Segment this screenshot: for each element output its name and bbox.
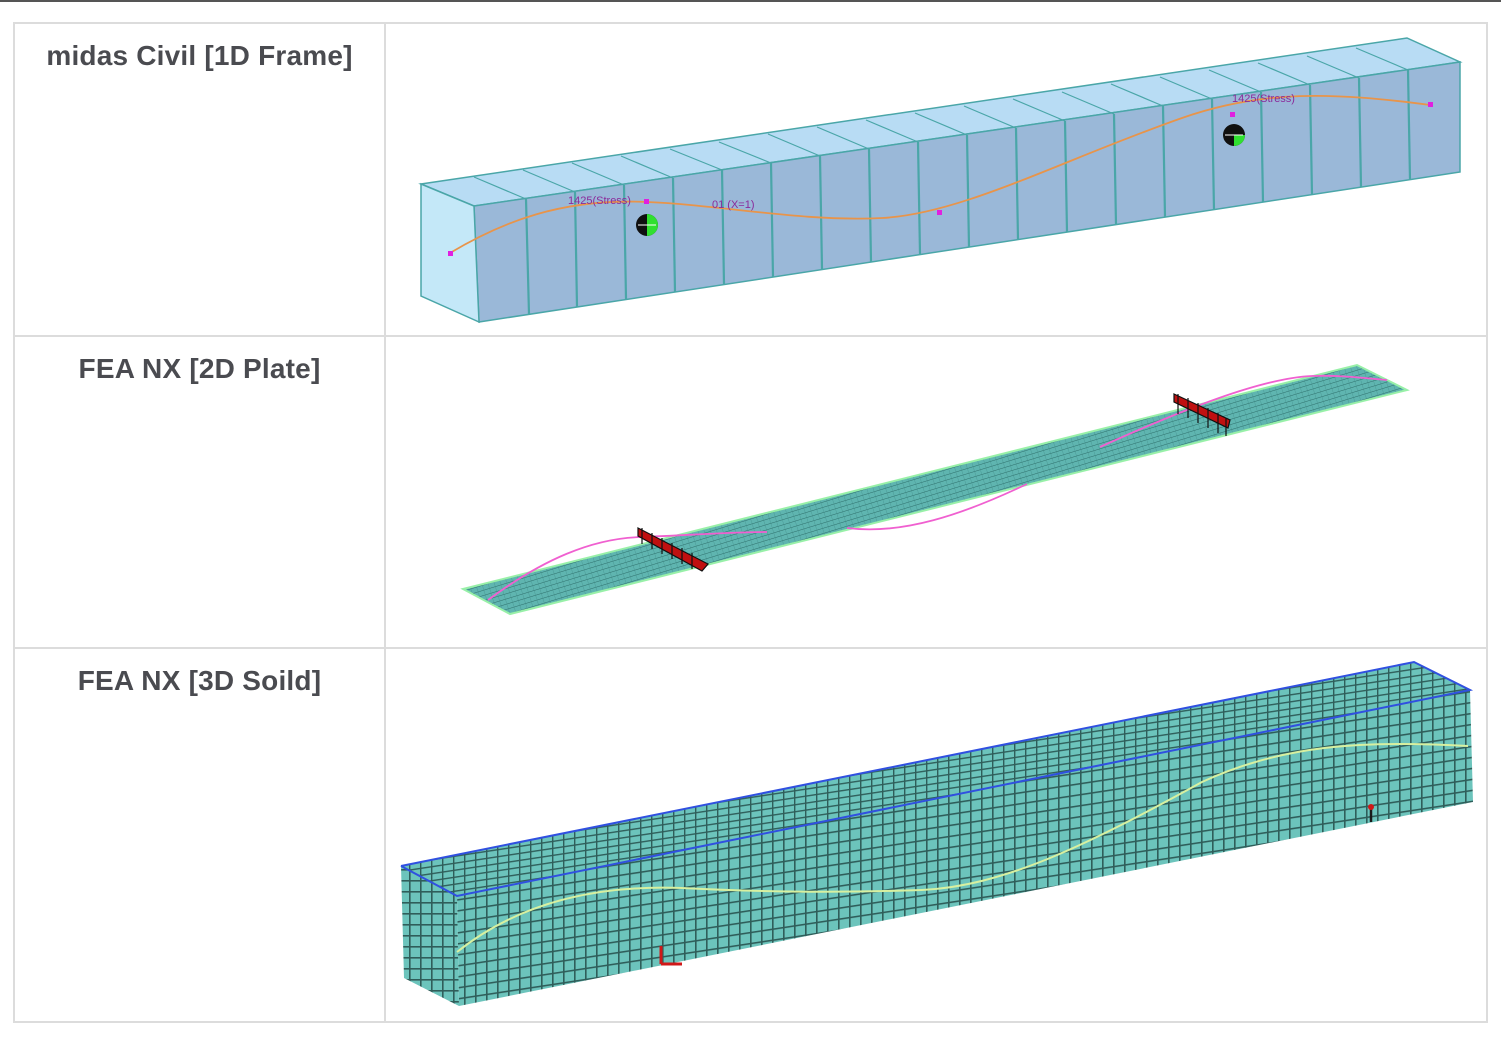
support-marker-right-icon (1368, 804, 1374, 822)
support-arrows-left-icon (637, 527, 709, 572)
row-label: FEA NX [3D Soild] (77, 665, 322, 696)
table-row-2d-plate: FEA NX [2D Plate] (13, 335, 1488, 649)
solid-3d-illustration (400, 660, 1474, 1006)
support-symbol-left-icon (636, 214, 658, 236)
stress-label-left: 1425(Stress) (568, 195, 631, 207)
beam-1d-frame-illustration: 1425(Stress) 01 (X=1) 1425(Stress) (418, 37, 1463, 324)
table-row-1d-frame: midas Civil [1D Frame] (13, 22, 1488, 337)
stress-label-right: 1425(Stress) (1232, 93, 1295, 105)
model-figure-1d-frame: 1425(Stress) 01 (X=1) 1425(Stress) (384, 22, 1488, 337)
model-figure-3d-solid (384, 647, 1488, 1023)
row-label-cell: midas Civil [1D Frame] (13, 22, 386, 337)
model-figure-2d-plate (384, 335, 1488, 649)
top-rule (0, 0, 1501, 2)
row-label-cell: FEA NX [2D Plate] (13, 335, 386, 649)
node-label: 01 (X=1) (712, 199, 755, 211)
row-label: midas Civil [1D Frame] (46, 40, 353, 71)
row-label: FEA NX [2D Plate] (78, 353, 321, 384)
plate-2d-illustration (460, 363, 1410, 616)
comparison-table: midas Civil [1D Frame] (13, 22, 1488, 1023)
table-row-3d-solid: FEA NX [3D Soild] (13, 647, 1488, 1023)
row-label-cell: FEA NX [3D Soild] (13, 647, 386, 1023)
support-marker-left-icon (659, 946, 682, 966)
support-arrows-right-icon (1173, 393, 1231, 436)
support-symbol-right-icon (1223, 124, 1245, 146)
